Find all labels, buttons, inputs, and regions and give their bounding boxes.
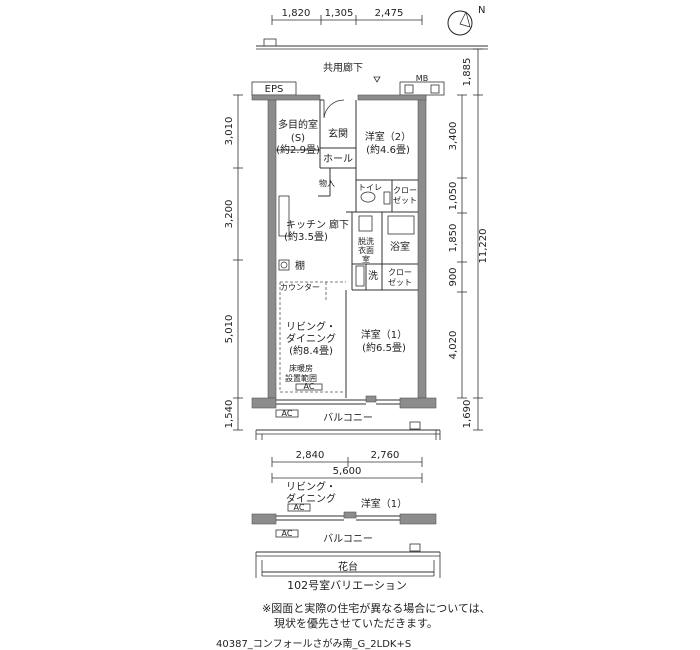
- variation-ac-label-balcony: AC: [282, 529, 293, 538]
- room-western2-size: (約4.6畳): [366, 143, 410, 156]
- ac-label-balcony: AC: [282, 409, 293, 418]
- top-dimension-line: 1,820 1,305 2,475: [271, 8, 423, 25]
- room-multipurpose-label: 多目的室: [278, 118, 318, 131]
- main-plan: EPS MB: [251, 74, 445, 440]
- room-multipurpose-size: (約2.9畳): [276, 143, 320, 156]
- dim-right-inner-1: 3,400: [448, 122, 459, 151]
- variation-ac-label-living: AC: [294, 503, 305, 512]
- right-dimension-lines: 1,885 11,220 1,690 3,400 1,050 1,850 900…: [448, 48, 489, 431]
- common-corridor-rail: [256, 38, 488, 50]
- dim-left-4: 1,540: [224, 400, 235, 429]
- dim-top-3: 2,475: [375, 8, 404, 19]
- room-entrance-label: 玄関: [328, 127, 348, 140]
- shelf-label: 棚: [295, 259, 305, 272]
- common-corridor-label: 共用廊下: [323, 61, 363, 74]
- dim-top-1: 1,820: [282, 8, 311, 19]
- ac-unit-living: [295, 383, 323, 391]
- dim-right-inner-4: 900: [448, 267, 459, 286]
- counter-label: カウンター: [280, 283, 320, 292]
- dim-right-outer-2: 11,220: [478, 229, 489, 264]
- dim-bottom-total: 5,600: [333, 466, 362, 477]
- dim-left-1: 3,010: [224, 117, 235, 146]
- room-living-size: (約8.4畳): [289, 344, 333, 357]
- dim-bottom-2: 2,760: [371, 450, 400, 461]
- dim-right-inner-3: 1,850: [448, 224, 459, 253]
- variation-balcony-label: バルコニー: [323, 533, 373, 545]
- dim-right-outer-1: 1,885: [462, 58, 473, 87]
- flower-bed-label: 花台: [338, 560, 358, 573]
- floor-heating-label-2: 設置範囲: [285, 373, 317, 383]
- variation-living-label-2: ダイニング: [286, 492, 336, 505]
- dim-left-2: 3,200: [224, 200, 235, 229]
- dim-right-inner-5: 4,020: [448, 331, 459, 360]
- laundry-label: 洗: [368, 270, 378, 282]
- balcony-label: バルコニー: [323, 412, 373, 424]
- room-kitchen-label: キッチン: [286, 219, 326, 231]
- room-western1-label: 洋室（1）: [361, 328, 407, 341]
- washroom-label: 脱洗: [358, 236, 374, 246]
- room-living-label-2: ダイニング: [286, 332, 336, 345]
- eps-label: EPS: [265, 84, 284, 95]
- compass-north-label: N: [478, 5, 485, 16]
- plan-footer-code: 40387_コンフォールさがみ南_G_2LDK+S: [216, 637, 411, 650]
- room-western2-label: 洋室（2）: [365, 130, 411, 143]
- room-living-label: リビング・: [286, 320, 336, 333]
- inner-corridor-label: 廊下: [329, 218, 349, 231]
- dim-right-outer-3: 1,690: [462, 400, 473, 429]
- room-bath-label: 浴室: [390, 240, 410, 253]
- toilet-label: トイレ: [358, 183, 382, 192]
- dim-bottom-1: 2,840: [296, 450, 325, 461]
- closet-top-label-2: ゼット: [393, 195, 417, 205]
- dim-top-2: 1,305: [325, 8, 354, 19]
- north-compass-icon: N: [447, 5, 485, 36]
- room-hall-label: ホール: [323, 153, 353, 165]
- closet-top-label: クロー: [393, 186, 417, 195]
- left-dimension-line: 3,010 3,200 5,010 1,540: [224, 94, 243, 431]
- variation-western1-label: 洋室（1）: [361, 497, 407, 510]
- disclaimer-line-1: ※図面と実際の住宅が異なる場合については、: [262, 601, 491, 615]
- room-multipurpose-type: (S): [291, 133, 305, 144]
- dim-left-3: 5,010: [224, 315, 235, 344]
- ac-label-living: AC: [304, 382, 315, 391]
- washroom-label-2: 衣面: [358, 245, 374, 255]
- closet-mid-label: クロー: [388, 268, 412, 277]
- room-kitchen-size: (約3.5畳): [284, 230, 328, 243]
- variation-living-label: リビング・: [286, 480, 336, 493]
- washroom-label-3: 室: [362, 254, 370, 264]
- mb-label: MB: [416, 74, 428, 83]
- closet-mid-label-2: ゼット: [388, 277, 412, 287]
- floor-heating-label: 床暖房: [289, 363, 313, 373]
- variation-caption: 102号室バリエーション: [287, 578, 407, 592]
- storage-label: 物入: [319, 178, 335, 188]
- room-western1-size: (約6.5畳): [362, 341, 406, 354]
- disclaimer-line-2: 現状を優先させていただきます。: [274, 616, 438, 630]
- variation-plan: リビング・ ダイニング AC 洋室（1） AC バルコニー 花台: [251, 480, 441, 578]
- bottom-dimension-line: 2,840 2,760 5,600: [271, 450, 423, 483]
- dim-right-inner-2: 1,050: [448, 182, 459, 211]
